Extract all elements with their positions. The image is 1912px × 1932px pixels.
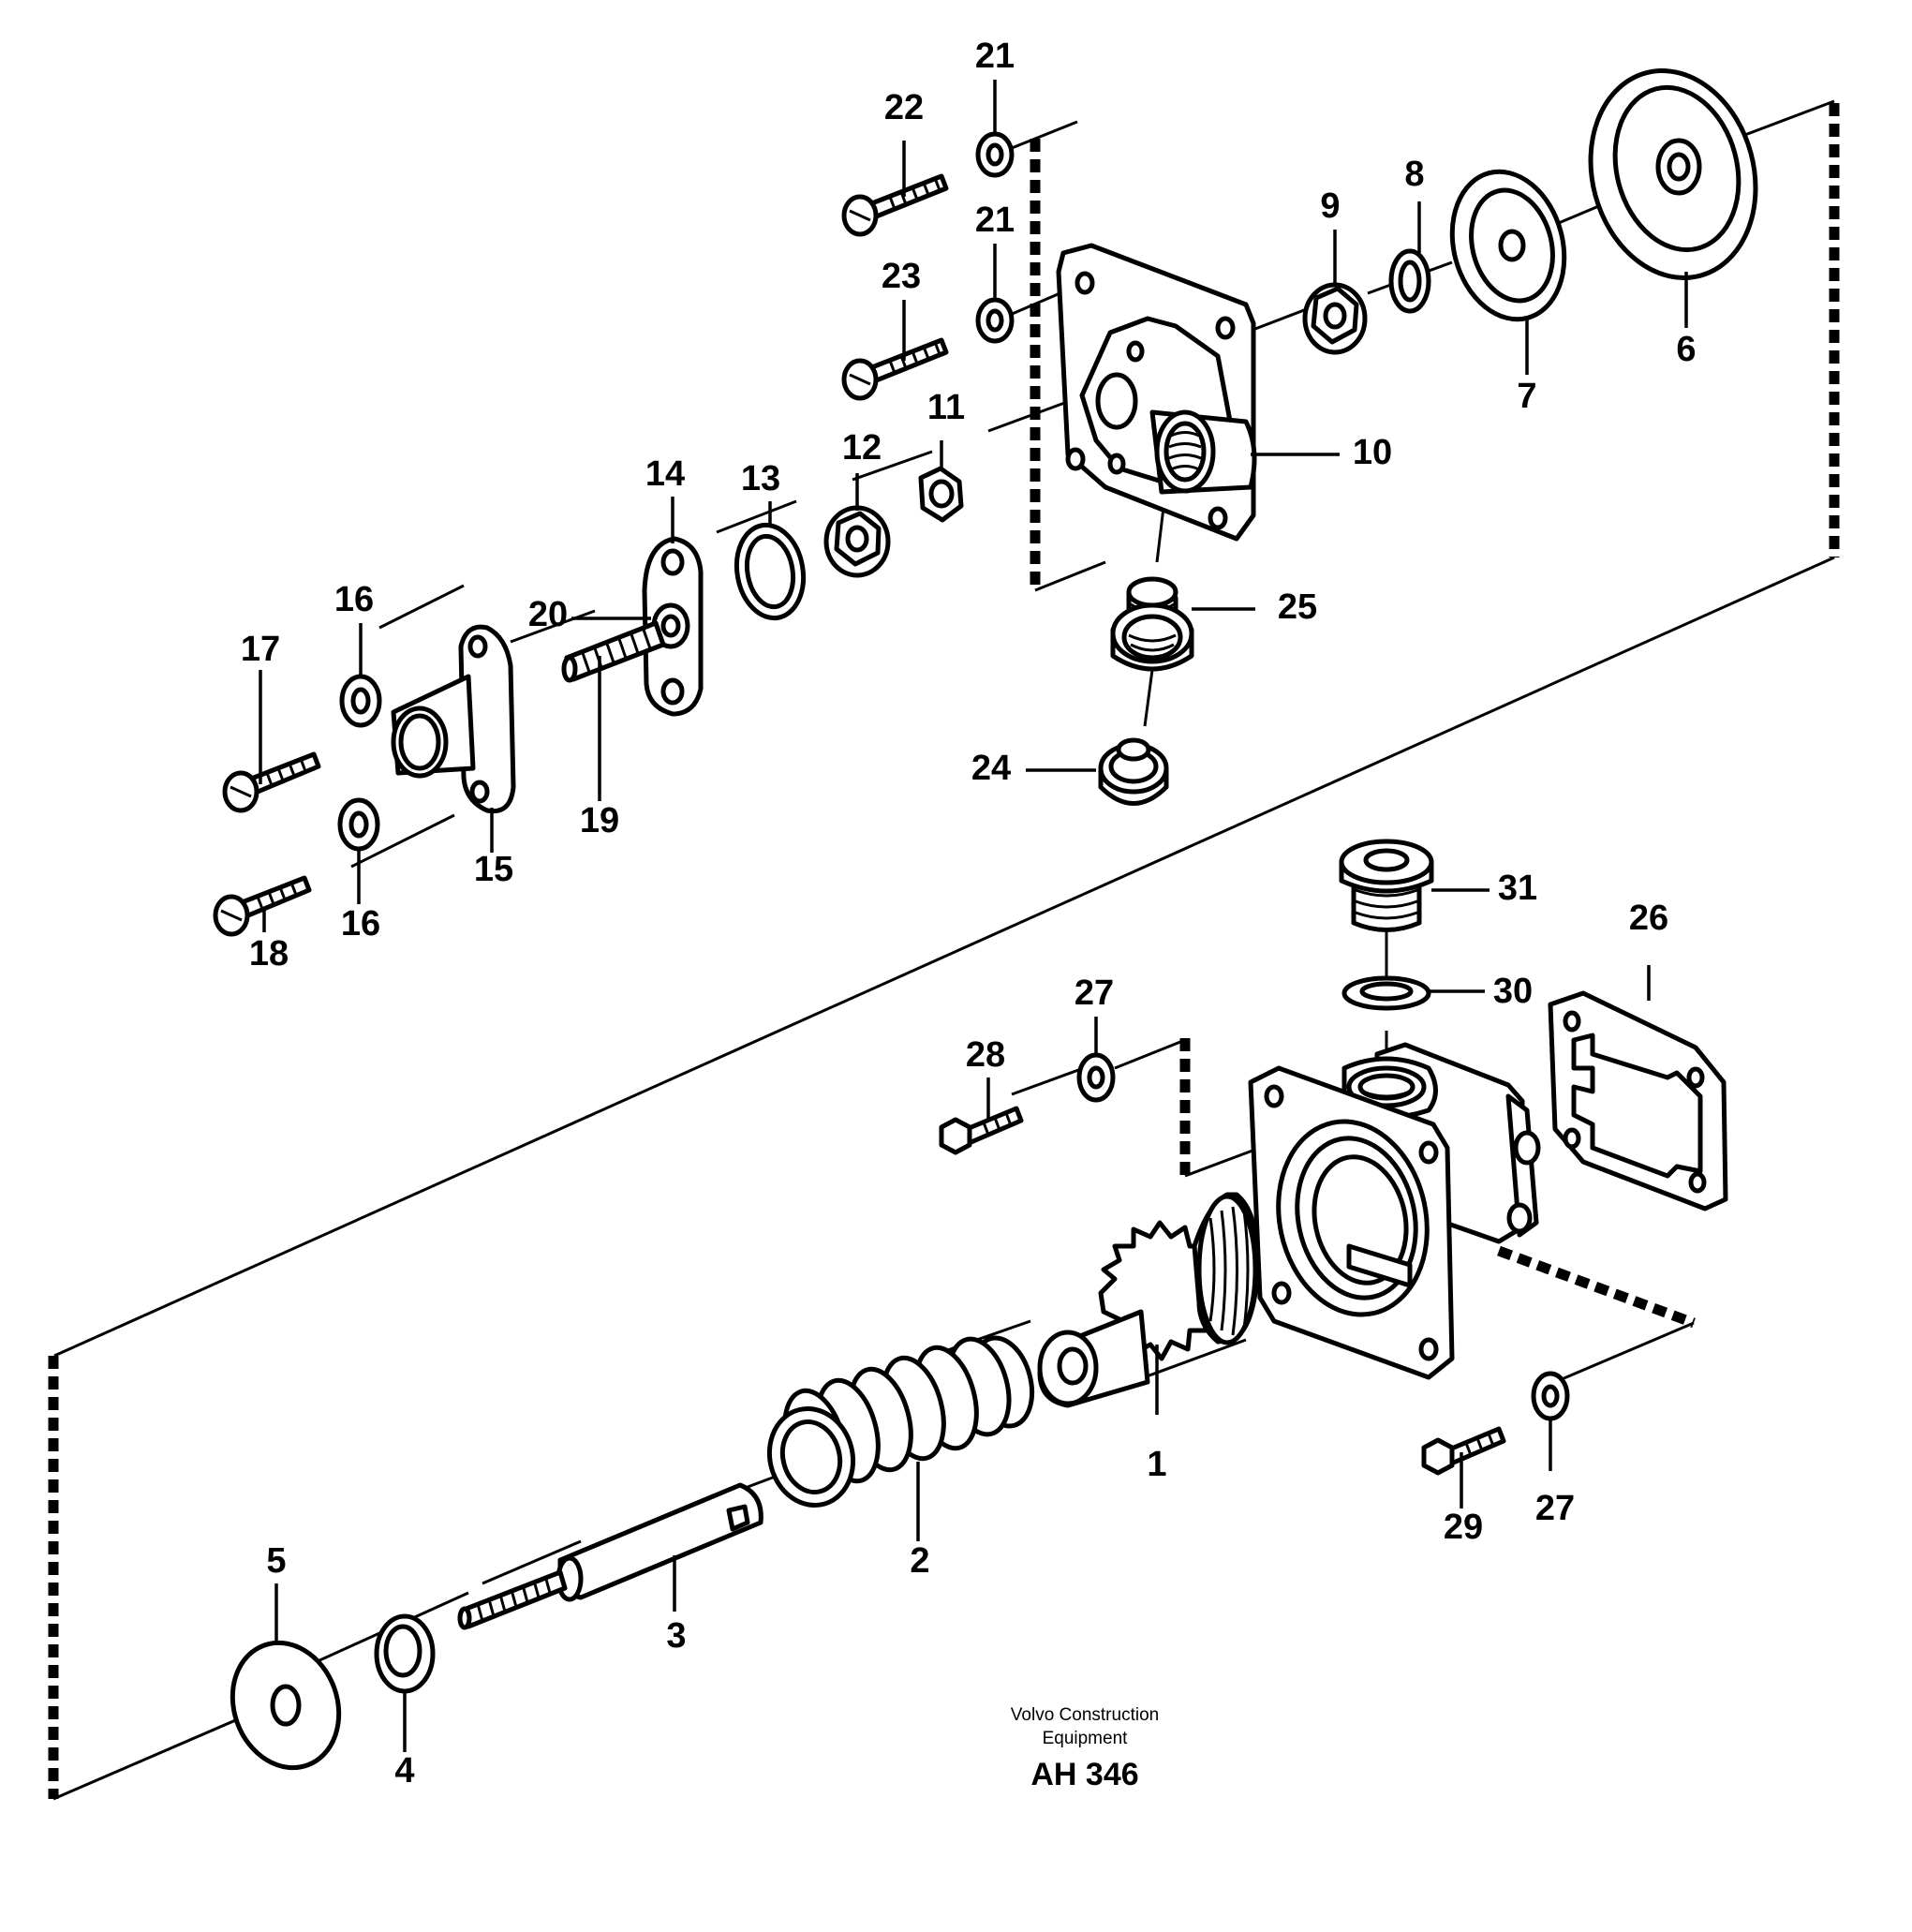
callout-27-lower: 27	[1535, 1489, 1575, 1528]
callout-21-upper: 21	[975, 37, 1015, 76]
part-30-washer	[1341, 975, 1431, 1011]
callout-21-lower: 21	[975, 201, 1015, 240]
callout-24: 24	[971, 749, 1011, 788]
callout-6: 6	[1676, 330, 1696, 369]
part-6-cover	[1588, 68, 1758, 280]
drawing-code: AH 346	[1030, 1757, 1138, 1792]
callout-16-upper: 16	[334, 580, 374, 619]
part-19-stud	[561, 620, 666, 683]
callout-7: 7	[1517, 377, 1536, 416]
part-3-sleeve	[457, 1482, 763, 1630]
callout-8: 8	[1404, 155, 1424, 194]
part-10-housing	[1056, 243, 1257, 542]
part-13-oring	[734, 522, 807, 621]
callout-31: 31	[1498, 869, 1537, 908]
part-28-bolt	[939, 1106, 1024, 1155]
callout-5: 5	[266, 1541, 286, 1581]
callout-16-lower: 16	[341, 904, 380, 944]
part-5-washer	[230, 1640, 342, 1771]
leader-lines	[259, 80, 1688, 1752]
callout-27-upper: 27	[1075, 973, 1114, 1013]
assembly-frame	[48, 99, 1840, 1801]
callout-26: 26	[1629, 899, 1668, 938]
callout-30: 30	[1493, 972, 1533, 1011]
callout-23: 23	[882, 257, 921, 296]
part-23-screw	[841, 337, 949, 401]
callout-15: 15	[474, 850, 513, 889]
callout-18: 18	[249, 934, 289, 973]
company-name-line2: Equipment	[1043, 1729, 1129, 1748]
callout-13: 13	[741, 459, 780, 498]
callout-17: 17	[241, 630, 280, 669]
part-31-plug	[1339, 839, 1434, 932]
part-8-circlip	[1388, 248, 1431, 314]
part-18-screw	[213, 875, 312, 937]
part-1-gear	[1037, 1192, 1260, 1408]
part-21-washer-upper	[975, 131, 1015, 178]
footer: Volvo Construction Equipment AH 346	[1011, 1705, 1159, 1792]
part-11-nut	[918, 466, 964, 523]
callout-2: 2	[910, 1541, 929, 1581]
callout-20: 20	[528, 595, 568, 634]
part-25-union	[1110, 576, 1194, 672]
part-4-ring	[374, 1613, 436, 1694]
callout-14: 14	[645, 454, 685, 494]
part-15-cover	[391, 624, 516, 814]
part-22-screw	[841, 173, 949, 237]
company-name-line1: Volvo Construction	[1011, 1705, 1159, 1725]
callout-11: 11	[927, 388, 965, 427]
callout-1: 1	[1147, 1445, 1166, 1484]
part-27-washer-lower	[1531, 1371, 1570, 1421]
part-17-screw	[222, 751, 321, 813]
part-27-washer-upper	[1076, 1052, 1116, 1103]
part-29-bolt	[1421, 1426, 1506, 1476]
callout-10: 10	[1353, 433, 1392, 472]
axis-lines	[275, 120, 1678, 1682]
callout-19: 19	[580, 801, 619, 840]
part-12-nut	[823, 505, 891, 578]
callout-29: 29	[1444, 1508, 1483, 1547]
part-16-washer-upper	[339, 674, 382, 728]
callout-9: 9	[1320, 186, 1340, 226]
part-24-ring	[1098, 737, 1169, 806]
callout-28: 28	[966, 1035, 1005, 1075]
main-housing	[1248, 1042, 1541, 1380]
part-9-nut	[1302, 282, 1368, 355]
callout-3: 3	[666, 1616, 686, 1656]
callout-4: 4	[394, 1751, 414, 1791]
callout-12: 12	[842, 428, 882, 468]
callout-25: 25	[1278, 587, 1317, 627]
part-7-plate	[1449, 169, 1567, 322]
part-2-spring	[766, 1335, 1035, 1508]
callouts: 1 2 3 4 5 6 7 8 9 10 11 12 13 14 15 16 1…	[241, 37, 1697, 1791]
part-16-washer-lower	[337, 797, 380, 852]
part-21-washer-lower	[975, 297, 1015, 344]
callout-22: 22	[884, 88, 924, 127]
part-26-gasket	[1548, 990, 1728, 1211]
